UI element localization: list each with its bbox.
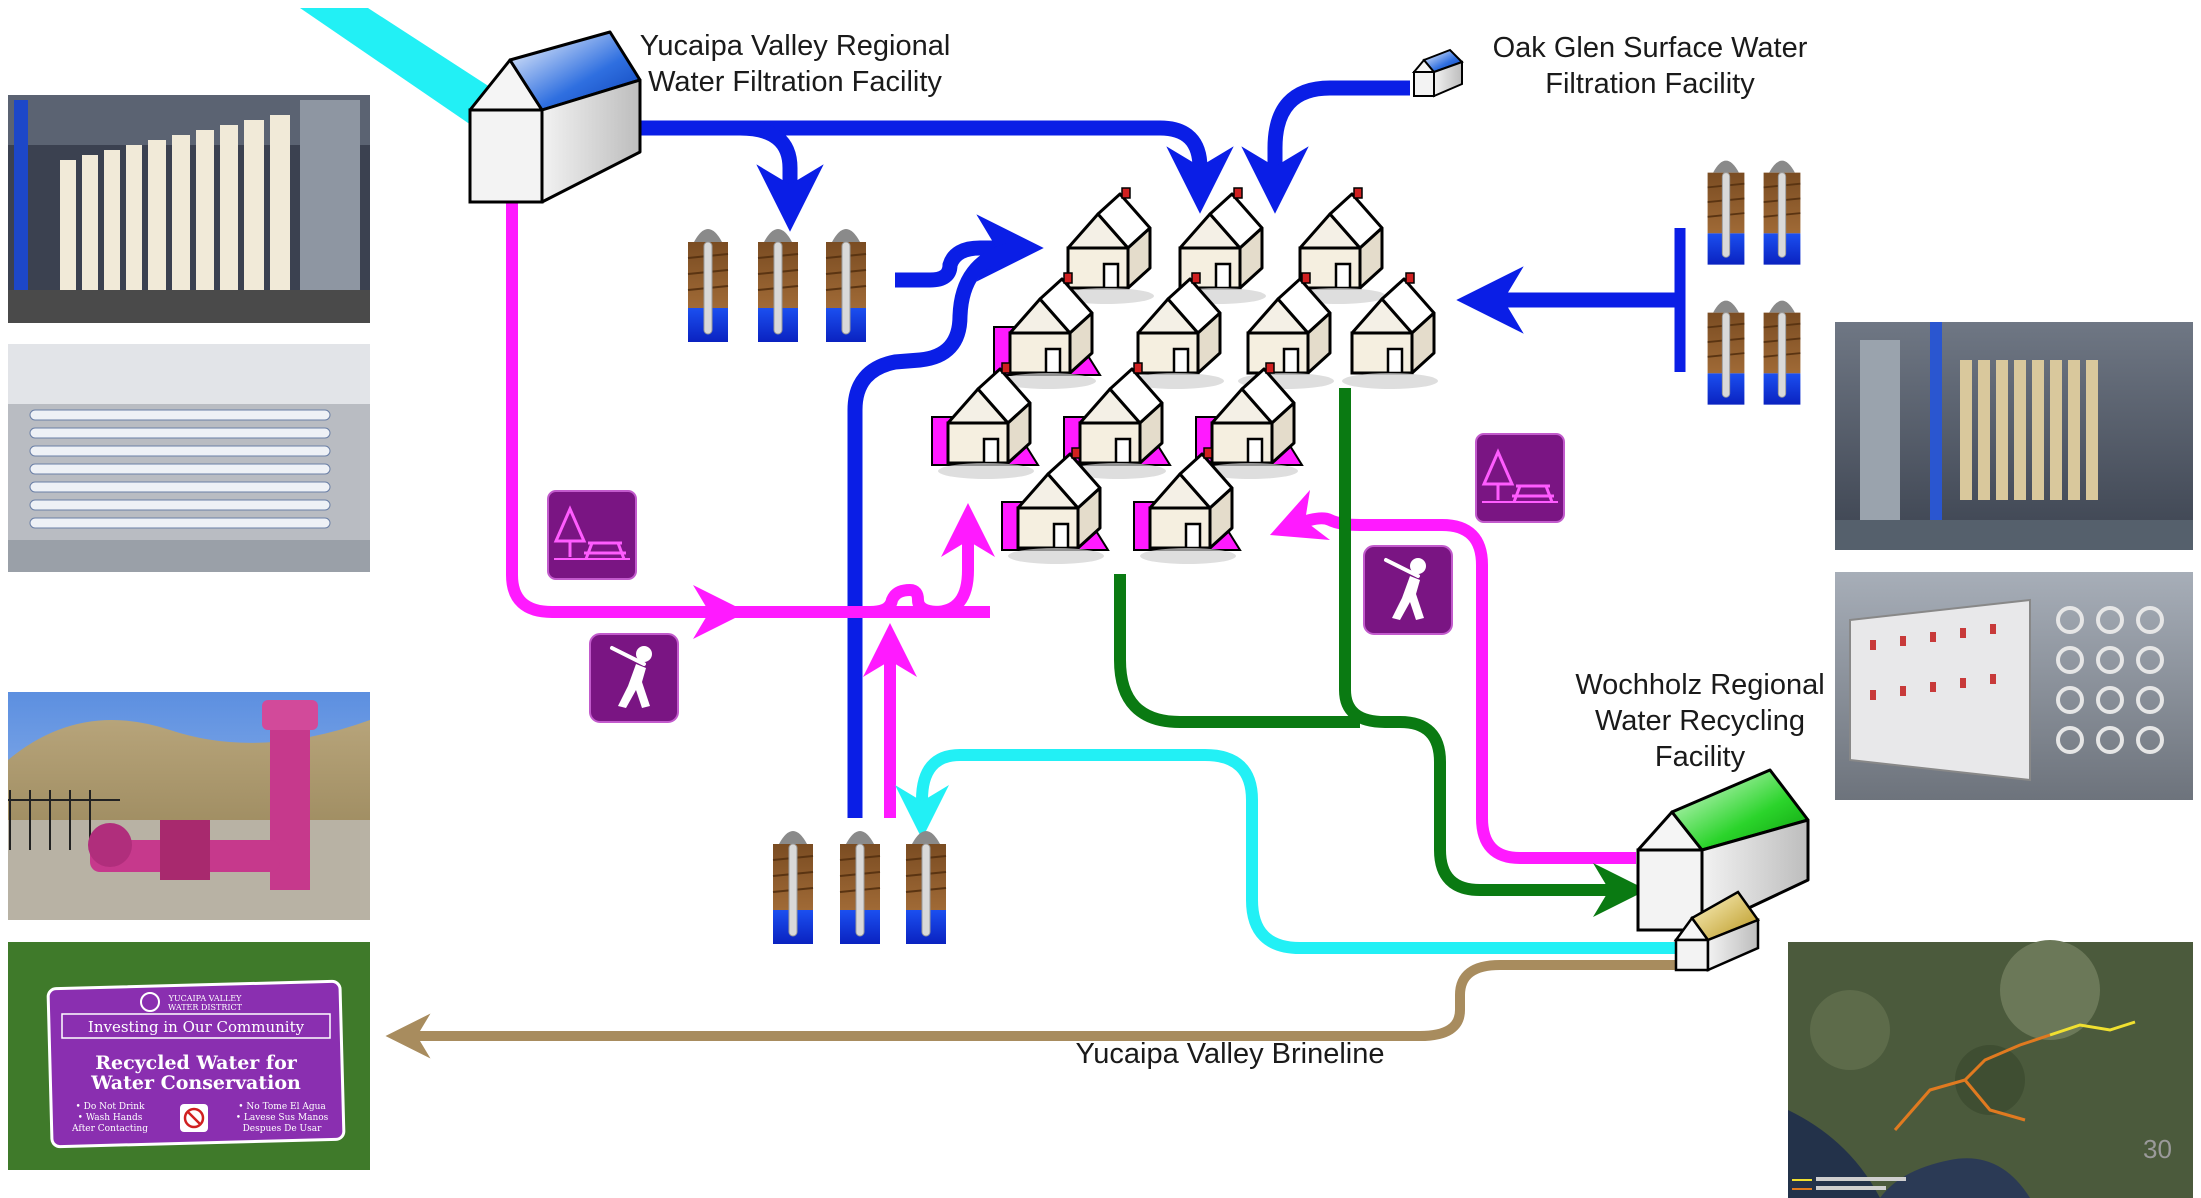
golf-icon <box>588 632 680 724</box>
golf-icon <box>1362 544 1454 636</box>
potable-water-flow <box>600 80 1678 818</box>
sign-district-line-1: YUCAIPA VALLEY <box>168 994 243 1003</box>
brineline-flow <box>385 960 1680 1059</box>
sign-left-bullet-2: • Wash Hands <box>78 1113 143 1123</box>
sign-right-bullet-1: • No Tome El Agua <box>238 1102 326 1112</box>
wastewater-flow <box>1114 388 1647 917</box>
filtration-facility-label: Yucaipa Valley Regional Water Filtration… <box>600 28 990 100</box>
filtration-facility-label-line-1: Yucaipa Valley Regional <box>639 30 951 62</box>
wells-north <box>687 228 867 343</box>
photo-purple-pump <box>8 692 370 920</box>
sign-headline-line-1: Recycled Water for <box>95 1052 298 1074</box>
photo-filtration-train <box>1835 322 2193 550</box>
park-icon <box>1474 432 1566 524</box>
recycled-water-flow <box>506 195 1636 864</box>
sign-left-bullet-1: • Do Not Drink <box>75 1102 145 1112</box>
filtration-facility-label-line-2: Water Filtration Facility <box>648 66 942 98</box>
sign-headline-line-2: Water Conservation <box>90 1072 301 1094</box>
photo-recycled-water-sign: YUCAIPA VALLEY WATER DISTRICT Investing … <box>8 942 370 1170</box>
photo-brineline-map <box>1788 940 2193 1198</box>
oak-glen-label-line-2: Filtration Facility <box>1545 68 1755 100</box>
sign-right-bullet-3: Despues De Usar <box>243 1124 322 1134</box>
wochholz-label: Wochholz Regional Water Recycling Facili… <box>1540 667 1860 775</box>
sign-right-bullet-2: • Lavese Sus Manos <box>236 1113 329 1123</box>
sign-district-line-2: WATER DISTRICT <box>168 1003 243 1012</box>
brineline-label: Yucaipa Valley Brineline <box>1075 1038 1385 1070</box>
slide-number: 30 <box>2143 1134 2172 1164</box>
wells-east <box>1706 159 1802 406</box>
groundwater-recharge-flow <box>895 749 1680 954</box>
oak-glen-label: Oak Glen Surface Water Filtration Facili… <box>1470 30 1830 102</box>
wells-south <box>772 830 947 945</box>
park-icon <box>546 489 638 581</box>
photo-membrane-filters <box>8 95 370 323</box>
oak-glen-facility-building <box>1411 48 1464 98</box>
oak-glen-label-line-1: Oak Glen Surface Water <box>1492 32 1808 64</box>
sign-banner: Investing in Our Community <box>88 1018 305 1036</box>
wochholz-label-line-1: Wochholz Regional <box>1575 669 1825 701</box>
filtration-facility-building <box>468 30 642 204</box>
photo-reverse-osmosis <box>8 344 370 572</box>
sign-left-bullet-3: After Contacting <box>71 1124 148 1134</box>
imported-water-pipe <box>300 8 510 138</box>
wochholz-label-line-2: Water Recycling <box>1594 705 1806 737</box>
desalter-building <box>1673 890 1760 972</box>
wochholz-facility-building <box>1636 768 1810 932</box>
wochholz-label-line-3: Facility <box>1654 741 1746 773</box>
photo-ro-skid <box>1835 572 2193 800</box>
